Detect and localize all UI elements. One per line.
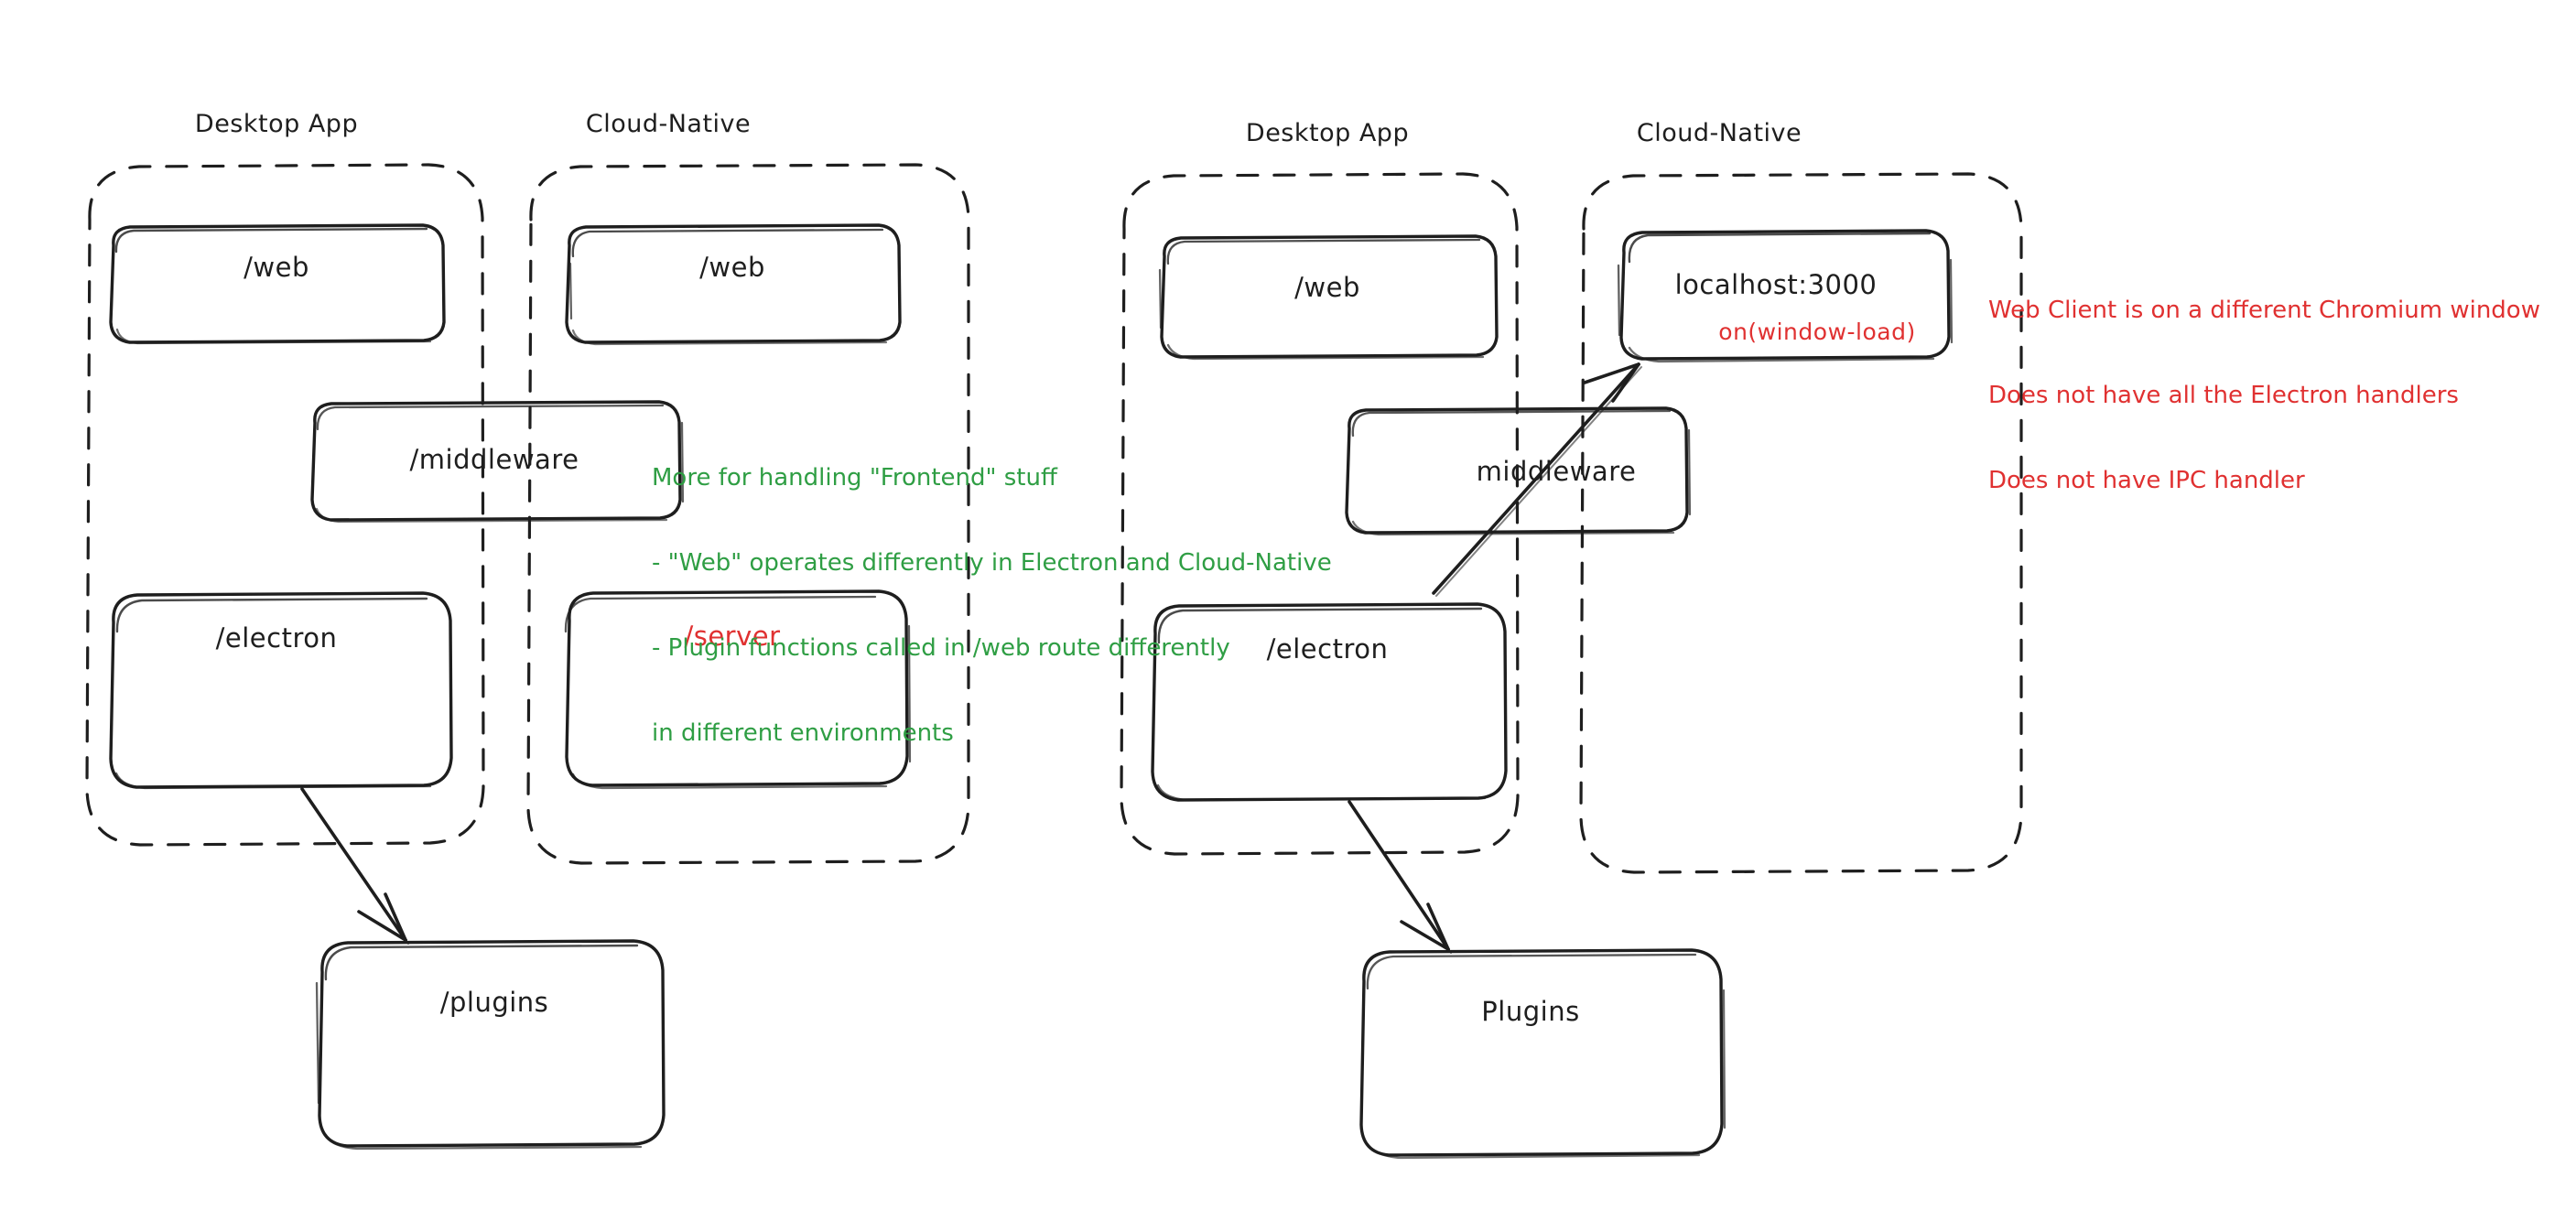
node-label-plugins-right: Plugins	[1481, 996, 1580, 1027]
group-label-left-desktop: Desktop App	[194, 110, 359, 138]
annotation-red-line-1: Web Client is on a different Chromium wi…	[1988, 297, 2540, 324]
node-shape-l-cn-web	[565, 223, 902, 346]
node-label-server-left: /server	[684, 621, 781, 652]
annotation-red-web-client-note: Web Client is on a different Chromium wi…	[1988, 240, 2540, 552]
node-label-electron-right: /electron	[1266, 633, 1389, 665]
group-label-left-cloud: Cloud-Native	[585, 110, 752, 138]
arrow-electron-to-plugins-right	[1348, 800, 1452, 954]
node-label-middleware-left: /middleware	[409, 444, 579, 475]
node-label-plugins-left: /plugins	[439, 987, 549, 1018]
node-label-web-cloud-left: /web	[699, 252, 765, 283]
node-label-electron-left: /electron	[215, 622, 338, 654]
annotation-green-line-3: - Plugin functions called in /web route …	[652, 634, 1230, 662]
node-label-web-desktop-left: /web	[244, 252, 309, 283]
group-label-right-desktop: Desktop App	[1245, 119, 1410, 147]
node-shape-r-plugins	[1359, 948, 1726, 1160]
annotation-red-line-2: Does not have all the Electron handlers	[1988, 382, 2459, 409]
node-label-localhost: localhost:3000	[1674, 269, 1878, 300]
annotation-green-line-4: in different environments	[652, 719, 954, 747]
group-label-right-cloud: Cloud-Native	[1636, 119, 1802, 147]
node-shape-l-plugins	[315, 939, 666, 1151]
node-label-web-desktop-right: /web	[1294, 272, 1360, 303]
arrow-electron-to-plugins-left	[300, 787, 409, 945]
node-sublabel-on-window-load: on(window-load)	[1718, 319, 1916, 345]
annotation-green-line-1: More for handling "Frontend" stuff	[652, 464, 1057, 492]
node-label-middleware-right: middleware	[1476, 456, 1637, 487]
node-shape-l-web	[109, 223, 446, 345]
annotation-green-line-2: - "Web" operates differently in Electron…	[652, 549, 1332, 577]
annotation-red-line-3: Does not have IPC handler	[1988, 467, 2305, 494]
annotation-green-frontend-note: More for handling "Frontend" stuff - "We…	[652, 407, 1332, 805]
